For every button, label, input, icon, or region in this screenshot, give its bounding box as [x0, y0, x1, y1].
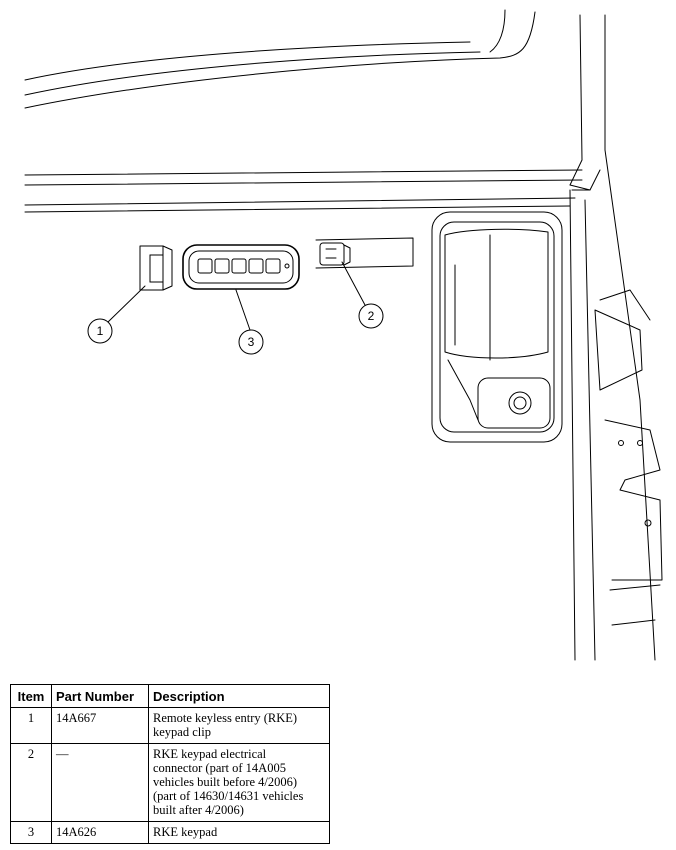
cell-part-number: 14A626 — [51, 821, 149, 844]
rke-keypad-illustration: 1 3 2 — [24, 9, 663, 661]
header-item: Item — [10, 684, 52, 708]
svg-text:3: 3 — [248, 335, 255, 349]
cell-part-number: 14A667 — [51, 707, 149, 744]
description-line: keypad clip — [153, 725, 211, 739]
cell-item: 2 — [10, 743, 52, 822]
callout-2: 2 — [358, 303, 384, 329]
cell-description: RKE keypad electrical connector (part of… — [148, 743, 330, 822]
description-line: RKE keypad electrical — [153, 747, 267, 761]
door-handle — [431, 211, 563, 443]
cell-item: 3 — [10, 821, 52, 844]
cell-item: 1 — [10, 707, 52, 744]
description-line: connector (part of 14A005 — [153, 761, 286, 775]
header-part-number: Part Number — [51, 684, 149, 708]
keypad-electrical-connector — [315, 237, 414, 269]
description-line: RKE keypad — [153, 825, 218, 839]
callout-leaders — [107, 261, 366, 331]
callout-3: 3 — [238, 329, 264, 355]
rke-keypad — [182, 244, 300, 290]
door-panel-outline — [24, 9, 656, 661]
parts-table: Item Part Number Description 1 14A667 Re… — [10, 684, 330, 844]
description-line: built after 4/2006) — [153, 803, 244, 817]
keypad-clip — [139, 245, 173, 291]
description-line: Remote keyless entry (RKE) — [153, 711, 298, 725]
b-pillar-detail — [594, 289, 663, 626]
description-line: vehicles built before 4/2006) — [153, 775, 298, 789]
cell-part-number: — — [51, 743, 149, 822]
callout-1: 1 — [87, 318, 113, 344]
svg-text:1: 1 — [97, 324, 104, 338]
cell-description: RKE keypad — [148, 821, 330, 844]
cell-description: Remote keyless entry (RKE) keypad clip — [148, 707, 330, 744]
table-row: 3 14A626 RKE keypad — [10, 821, 330, 844]
table-row: 2 — RKE keypad electrical connector (par… — [10, 743, 330, 822]
table-header-row: Item Part Number Description — [10, 684, 330, 708]
svg-text:2: 2 — [368, 309, 375, 323]
header-description: Description — [148, 684, 330, 708]
table-row: 1 14A667 Remote keyless entry (RKE) keyp… — [10, 707, 330, 744]
description-line: (part of 14630/14631 vehicles — [153, 789, 304, 803]
